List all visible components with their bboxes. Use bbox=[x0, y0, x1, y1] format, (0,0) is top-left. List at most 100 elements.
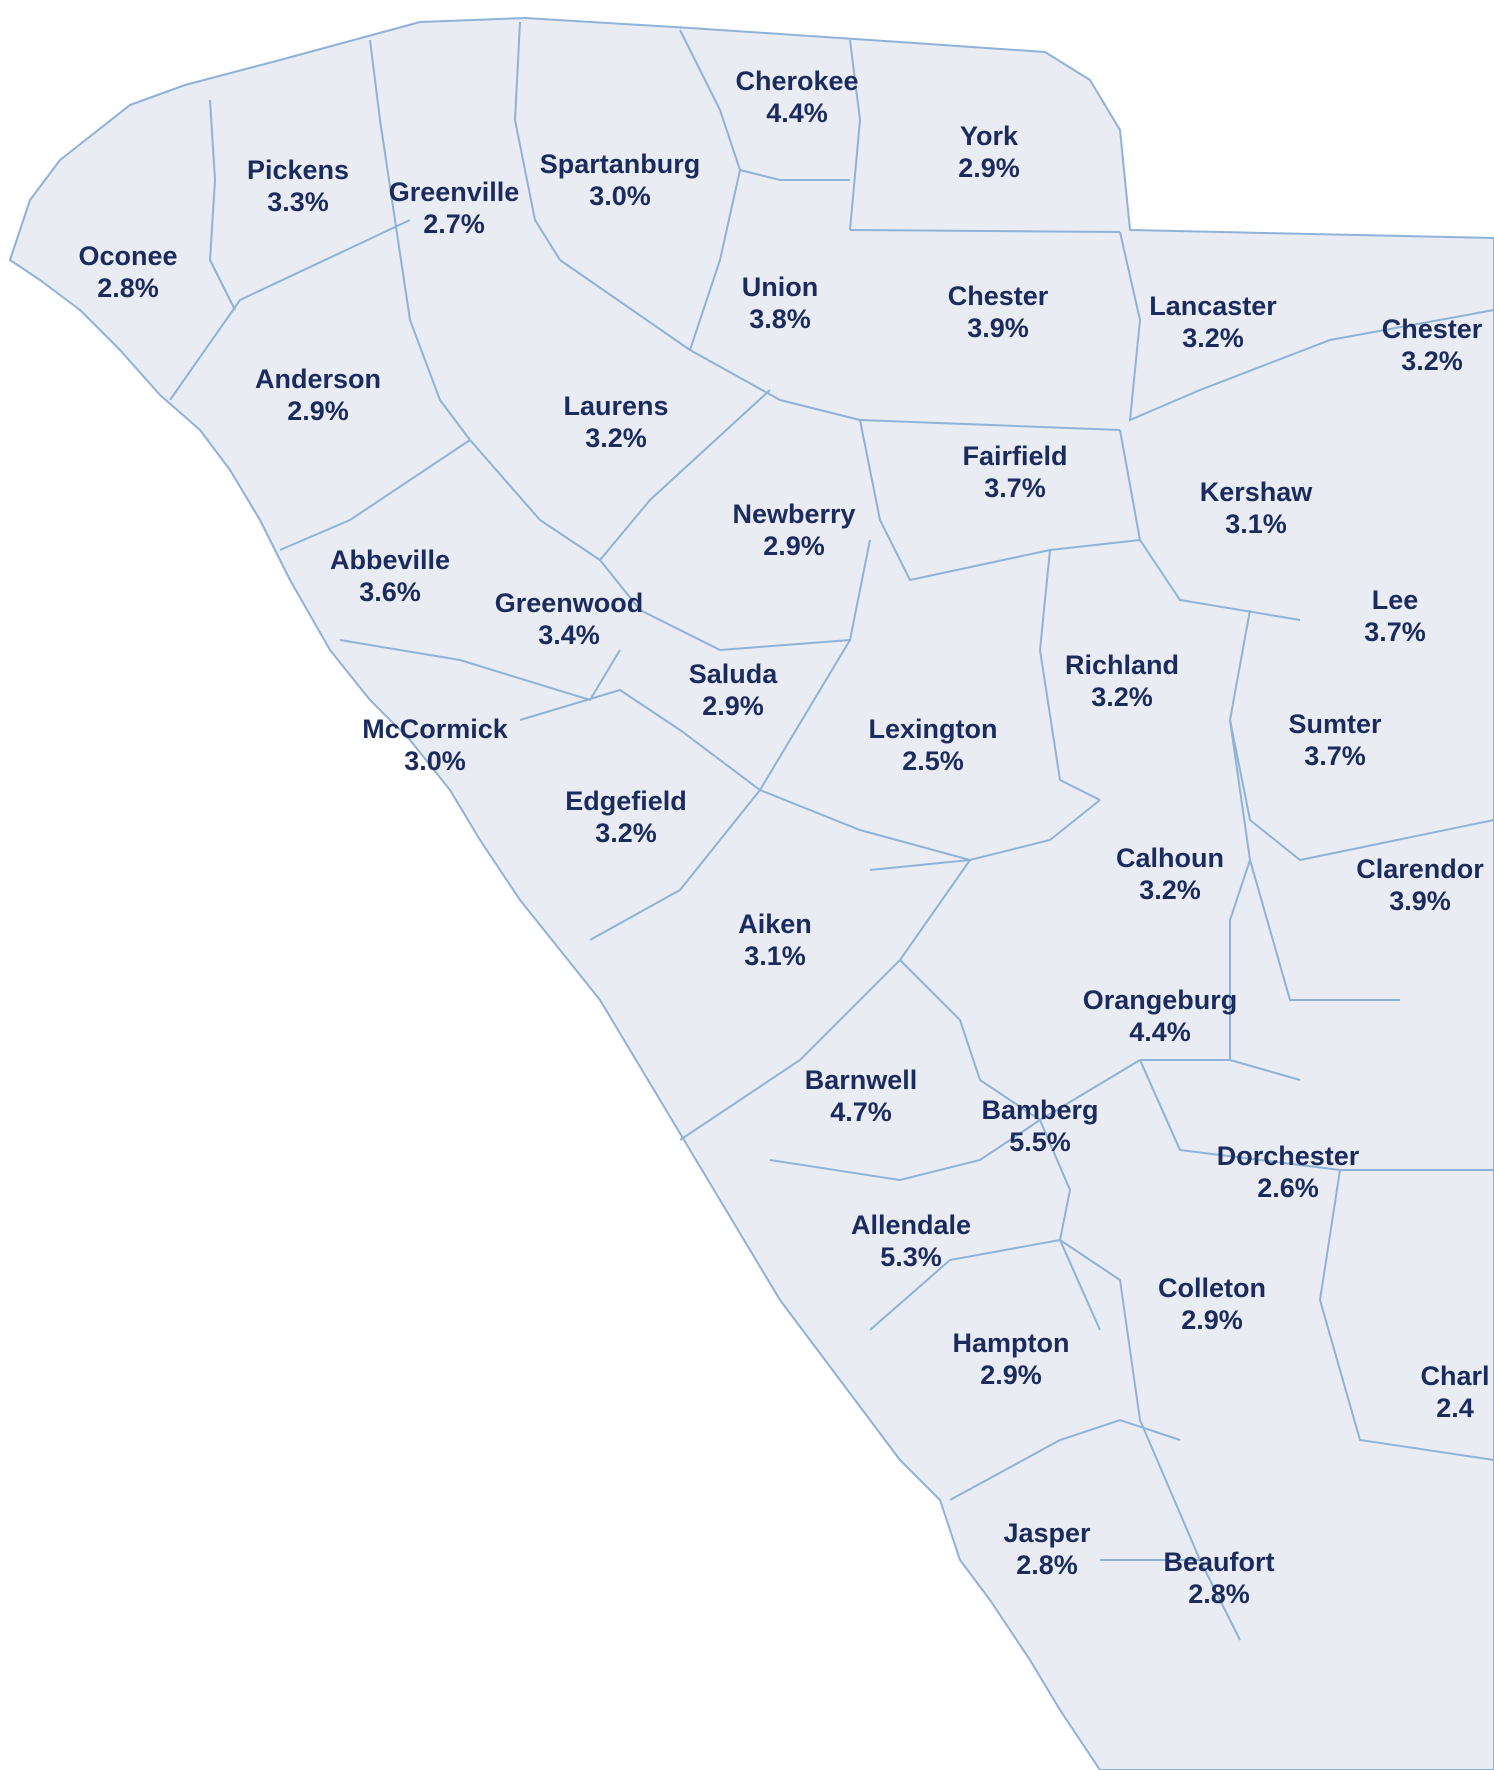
county-rate: 3.9% bbox=[967, 313, 1029, 343]
county-rate: 2.6% bbox=[1257, 1173, 1319, 1203]
county-rate: 3.2% bbox=[1139, 875, 1201, 905]
county-rate: 5.3% bbox=[880, 1242, 942, 1272]
county-name: Oconee bbox=[78, 241, 178, 271]
county-rate: 3.2% bbox=[1091, 682, 1153, 712]
county-name: Cherokee bbox=[735, 66, 859, 96]
state-outline bbox=[9, 17, 1494, 1770]
county-name: Laurens bbox=[563, 391, 669, 421]
county-name: Fairfield bbox=[962, 441, 1068, 471]
county-name: Charl bbox=[1420, 1361, 1490, 1391]
county-rate: 3.2% bbox=[1182, 323, 1244, 353]
county-rate: 3.1% bbox=[1225, 509, 1287, 539]
county-rate: 2.9% bbox=[702, 691, 764, 721]
county-name: Greenwood bbox=[494, 588, 644, 618]
county-name: Spartanburg bbox=[539, 149, 701, 179]
county-name: Pickens bbox=[246, 155, 350, 185]
county-rate: 2.8% bbox=[97, 273, 159, 303]
county-name: Anderson bbox=[254, 364, 382, 394]
county-rate: 3.9% bbox=[1389, 886, 1451, 916]
county-rate: 2.8% bbox=[1016, 1550, 1078, 1580]
county-rate: 3.3% bbox=[267, 187, 329, 217]
county-name: McCormick bbox=[362, 714, 508, 744]
county-rate: 2.5% bbox=[902, 746, 964, 776]
county-rate: 3.2% bbox=[585, 423, 647, 453]
county-rate: 5.5% bbox=[1009, 1127, 1071, 1157]
county-name: Richland bbox=[1064, 650, 1180, 680]
county-rate: 3.2% bbox=[1401, 346, 1463, 376]
county-name: Saluda bbox=[688, 659, 778, 689]
county-rate: 3.4% bbox=[538, 620, 600, 650]
county-name: Allendale bbox=[850, 1210, 972, 1240]
county-name: York bbox=[959, 121, 1019, 151]
county-rate: 3.7% bbox=[1304, 741, 1366, 771]
county-rate: 3.0% bbox=[589, 181, 651, 211]
county-rate: 2.9% bbox=[958, 153, 1020, 183]
county-rate: 3.8% bbox=[749, 304, 811, 334]
county-rate: 3.6% bbox=[359, 577, 421, 607]
county-name: Clarendor bbox=[1356, 854, 1484, 884]
county-rate: 2.9% bbox=[287, 396, 349, 426]
county-name: Edgefield bbox=[565, 786, 687, 816]
county-name: Colleton bbox=[1158, 1273, 1266, 1303]
county-name: Barnwell bbox=[804, 1065, 918, 1095]
county-rate: 4.7% bbox=[830, 1097, 892, 1127]
county-rate: 3.7% bbox=[984, 473, 1046, 503]
county-rate: 2.9% bbox=[763, 531, 825, 561]
county-name: Sumter bbox=[1288, 709, 1382, 739]
county-rate: 3.1% bbox=[744, 941, 806, 971]
county-rate: 2.4 bbox=[1436, 1393, 1474, 1423]
county-name: Bamberg bbox=[981, 1095, 1099, 1125]
county-rate: 4.4% bbox=[1129, 1017, 1191, 1047]
county-name: Calhoun bbox=[1116, 843, 1224, 873]
county-name: Dorchester bbox=[1216, 1141, 1360, 1171]
county-name: Beaufort bbox=[1163, 1547, 1275, 1577]
county-name: Greenville bbox=[388, 177, 520, 207]
county-rate: 2.7% bbox=[423, 209, 485, 239]
county-name: Kershaw bbox=[1199, 477, 1313, 507]
county-rate: 3.7% bbox=[1364, 617, 1426, 647]
county-rate: 3.0% bbox=[404, 746, 466, 776]
county-name: Chester bbox=[1381, 314, 1483, 344]
county-rate: 3.2% bbox=[595, 818, 657, 848]
county-name: Hampton bbox=[952, 1328, 1070, 1358]
county-name: Lee bbox=[1371, 585, 1419, 615]
county-rate: 2.9% bbox=[1181, 1305, 1243, 1335]
county-name: Chester bbox=[947, 281, 1049, 311]
county-name: Union bbox=[741, 272, 819, 302]
